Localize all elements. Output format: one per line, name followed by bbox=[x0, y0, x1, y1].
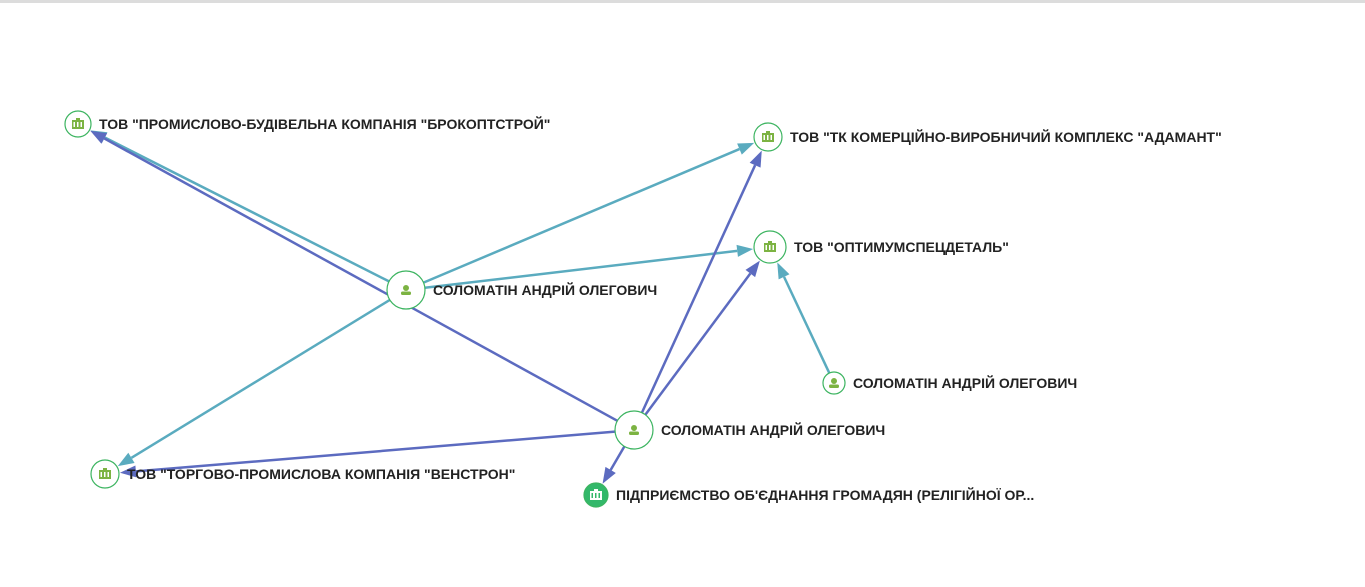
edge-p1-adam[interactable] bbox=[423, 142, 755, 284]
edge-p3-brok[interactable] bbox=[90, 130, 618, 422]
node-p1[interactable]: СОЛОМАТІН АНДРІЙ ОЛЕГОВИЧ bbox=[386, 270, 657, 310]
node-label: ТОВ "ТОРГОВО-ПРОМИСЛОВА КОМПАНІЯ "ВЕНСТР… bbox=[127, 466, 515, 482]
arrowhead-icon bbox=[777, 262, 790, 280]
node-label: ТОВ "ТК КОМЕРЦІЙНО-ВИРОБНИЧИЙ КОМПЛЕКС "… bbox=[790, 128, 1222, 145]
top-border bbox=[0, 0, 1365, 3]
node-opt[interactable]: ТОВ "ОПТИМУМСПЕЦДЕТАЛЬ" bbox=[753, 230, 1009, 264]
building-icon bbox=[590, 489, 602, 500]
nodes-layer: ТОВ "ПРОМИСЛОВО-БУДІВЕЛЬНА КОМПАНІЯ "БРО… bbox=[64, 110, 1222, 508]
arrowhead-icon bbox=[749, 150, 762, 168]
node-label: ТОВ "ОПТИМУМСПЕЦДЕТАЛЬ" bbox=[794, 239, 1009, 255]
edge-p1-brok[interactable] bbox=[90, 130, 390, 283]
node-label: СОЛОМАТІН АНДРІЙ ОЛЕГОВИЧ bbox=[853, 374, 1077, 391]
node-brok[interactable]: ТОВ "ПРОМИСЛОВО-БУДІВЕЛЬНА КОМПАНІЯ "БРО… bbox=[64, 110, 550, 138]
person-icon bbox=[829, 378, 839, 388]
building-icon bbox=[764, 241, 776, 252]
arrowhead-icon bbox=[119, 465, 137, 478]
edge-p1-ven[interactable] bbox=[117, 298, 391, 467]
arrowhead-icon bbox=[602, 466, 616, 484]
node-label: СОЛОМАТІН АНДРІЙ ОЛЕГОВИЧ bbox=[661, 421, 885, 438]
node-ven[interactable]: ТОВ "ТОРГОВО-ПРОМИСЛОВА КОМПАНІЯ "ВЕНСТР… bbox=[90, 459, 515, 489]
node-label: ТОВ "ПРОМИСЛОВО-БУДІВЕЛЬНА КОМПАНІЯ "БРО… bbox=[99, 115, 550, 132]
edge-p3-pid[interactable] bbox=[602, 445, 626, 484]
building-icon bbox=[72, 118, 84, 129]
edge-p3-opt[interactable] bbox=[644, 260, 760, 416]
arrowhead-icon bbox=[90, 130, 108, 144]
edges-layer bbox=[90, 130, 831, 484]
node-p2[interactable]: СОЛОМАТІН АНДРІЙ ОЛЕГОВИЧ bbox=[822, 371, 1077, 395]
person-icon bbox=[629, 425, 639, 435]
arrowhead-icon bbox=[117, 452, 135, 467]
node-adam[interactable]: ТОВ "ТК КОМЕРЦІЙНО-ВИРОБНИЧИЙ КОМПЛЕКС "… bbox=[753, 122, 1222, 152]
edge-p1-opt[interactable] bbox=[424, 244, 754, 290]
edge-p3-ven[interactable] bbox=[119, 430, 616, 478]
node-label: ПІДПРИЄМСТВО ОБ'ЄДНАННЯ ГРОМАДЯН (РЕЛІГІ… bbox=[616, 486, 1034, 503]
arrowhead-icon bbox=[745, 260, 760, 278]
building-icon bbox=[762, 131, 774, 142]
arrowhead-icon bbox=[737, 142, 755, 155]
arrowhead-icon bbox=[736, 244, 754, 257]
edge-p2-opt[interactable] bbox=[777, 262, 831, 374]
edge-p3-adam[interactable] bbox=[640, 150, 762, 414]
node-label: СОЛОМАТІН АНДРІЙ ОЛЕГОВИЧ bbox=[433, 281, 657, 298]
person-icon bbox=[401, 285, 411, 295]
node-p3[interactable]: СОЛОМАТІН АНДРІЙ ОЛЕГОВИЧ bbox=[614, 410, 885, 450]
building-icon bbox=[99, 468, 111, 479]
node-pid[interactable]: ПІДПРИЄМСТВО ОБ'ЄДНАННЯ ГРОМАДЯН (РЕЛІГІ… bbox=[583, 482, 1034, 508]
